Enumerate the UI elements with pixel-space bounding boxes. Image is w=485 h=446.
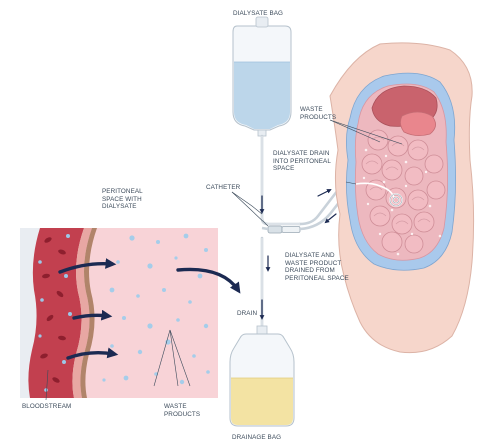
label-peritoneal-space: PERITONEAL SPACE WITH DIALYSATE (102, 188, 143, 211)
label-dialysate-waste-drained: DIALYSATE AND WASTE PRODUCT DRAINED FROM… (285, 252, 349, 282)
drainage-bag (230, 326, 294, 426)
dialysate-fluid (234, 62, 290, 129)
drained-fluid (231, 378, 293, 425)
patient-body (330, 43, 474, 353)
label-drainage-bag: DRAINAGE BAG (232, 434, 281, 442)
label-dialysate-drain: DIALYSATE DRAIN INTO PERITONEAL SPACE (273, 150, 331, 173)
label-dialysate-bag: DIALYSATE BAG (233, 10, 283, 18)
label-waste-products-bottom: WASTE PRODUCTS (164, 403, 200, 418)
label-catheter: CATHETER (206, 184, 240, 192)
label-bloodstream: BLOODSTREAM (22, 403, 71, 411)
tissue-cross-section (20, 228, 218, 398)
label-waste-products-top: WASTE PRODUCTS (300, 106, 336, 121)
catheter-connector (262, 196, 344, 233)
dialysate-bag (233, 17, 291, 136)
label-drain: DRAIN (237, 310, 257, 318)
